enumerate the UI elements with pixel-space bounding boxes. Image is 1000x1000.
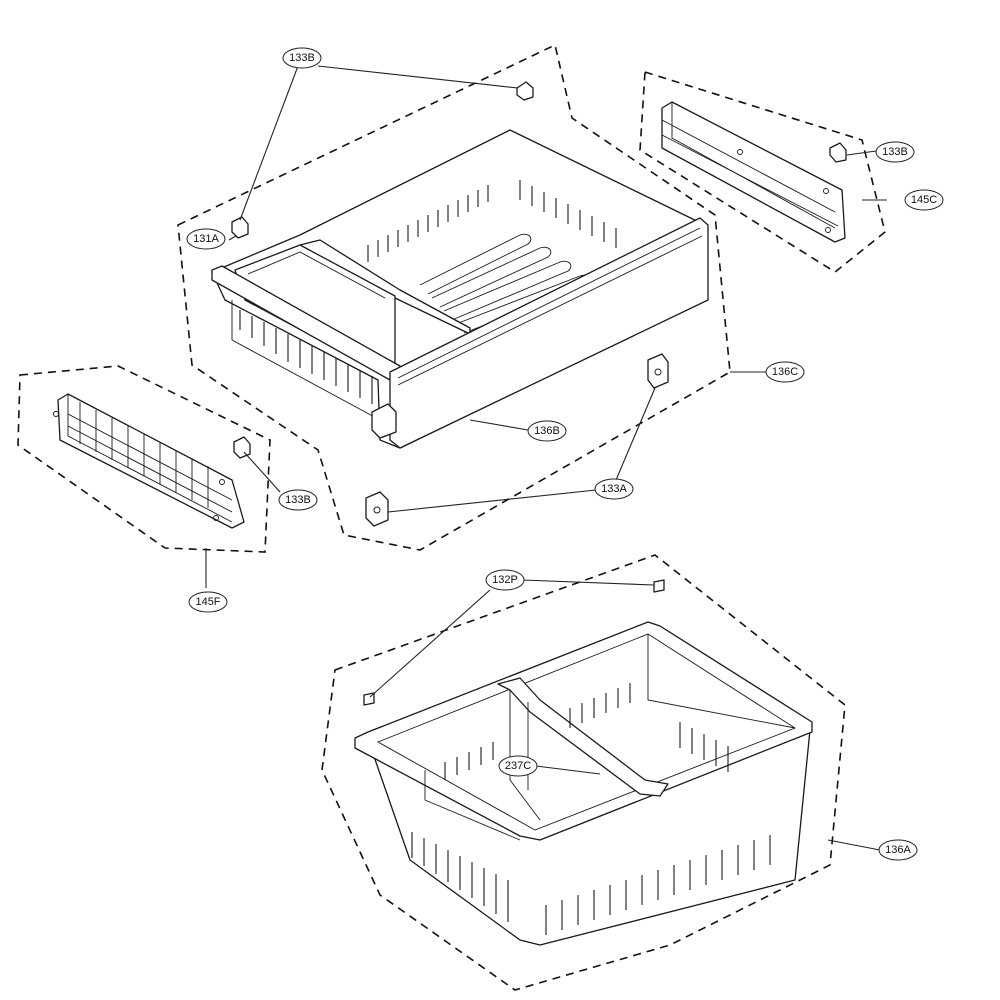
label-136B: 136B	[527, 420, 567, 442]
clip-133A-left	[365, 491, 389, 527]
rail-145C-group-outline	[639, 70, 886, 273]
label-133B-top: 133B	[282, 47, 322, 69]
rail-145F	[53, 393, 245, 529]
label-133A: 133A	[594, 478, 634, 500]
label-133B-right: 133B	[875, 141, 915, 163]
clip-near-131A	[231, 216, 249, 239]
svg-text:237C: 237C	[505, 760, 531, 772]
label-136C: 136C	[765, 361, 805, 383]
rail-145F-grid	[67, 402, 233, 513]
svg-text:145C: 145C	[911, 194, 937, 206]
svg-text:145F: 145F	[195, 596, 220, 608]
label-131A: 131A	[186, 228, 226, 250]
svg-text:136B: 136B	[534, 425, 560, 437]
upper-drawer-136B	[211, 129, 709, 449]
svg-text:132P: 132P	[492, 574, 518, 586]
label-237C: 237C	[498, 755, 538, 777]
lower-basket-slots-inner	[444, 683, 729, 780]
label-132P: 132P	[485, 569, 525, 591]
svg-text:133A: 133A	[601, 483, 627, 495]
clip-133B-left	[233, 436, 251, 459]
label-136A: 136A	[878, 839, 918, 861]
label-133B-left: 133B	[278, 489, 318, 511]
svg-text:131A: 131A	[193, 233, 219, 245]
leader-lines	[205, 65, 887, 851]
lower-basket-136A	[354, 621, 813, 946]
label-145C: 145C	[904, 189, 944, 211]
svg-text:136A: 136A	[885, 844, 911, 856]
pad-132P-right	[653, 579, 665, 593]
svg-text:133B: 133B	[285, 494, 311, 506]
svg-text:136C: 136C	[772, 366, 798, 378]
lower-basket-group-outline	[321, 554, 846, 991]
part-labels: 133B 133B 145C 131A 136C 136B 133A 133B	[186, 47, 944, 861]
front-wall-slots	[239, 310, 373, 404]
clip-133B-top	[516, 81, 534, 101]
upper-drawer-group-outline	[177, 43, 731, 551]
svg-text:133B: 133B	[289, 52, 315, 64]
svg-text:133B: 133B	[882, 146, 908, 158]
clip-133B-right	[829, 142, 847, 163]
back-wall-slots	[367, 180, 617, 262]
rail-145F-group-outline	[17, 365, 271, 553]
rail-145C	[661, 101, 846, 243]
label-145F: 145F	[188, 591, 228, 613]
clip-133A-right	[647, 353, 669, 389]
lower-basket-slots-front	[411, 832, 771, 935]
